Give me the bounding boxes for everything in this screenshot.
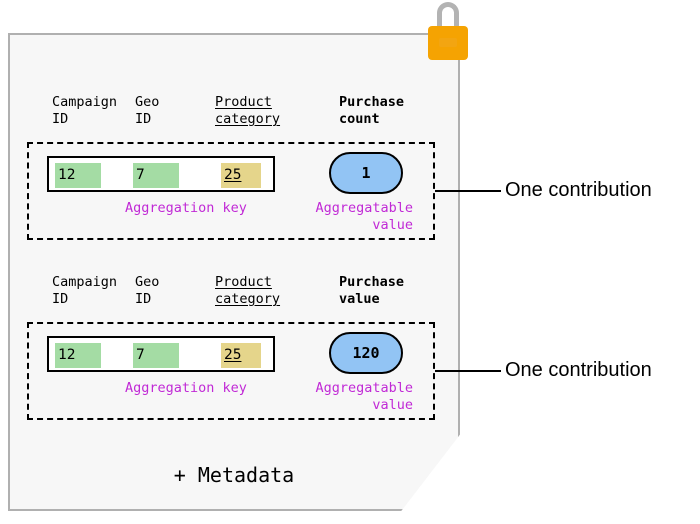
aggregatable-value-caption-2: Aggregatable value bbox=[315, 380, 413, 413]
column-headers-2: Campaign ID Geo ID Product category Purc… bbox=[27, 274, 435, 320]
key-cell-campaign-id-2: 12 bbox=[55, 343, 101, 368]
contribution-outline-1: 12 7 25 1 Aggregation key Aggregatable v… bbox=[27, 142, 435, 240]
aggregation-key-box-2: 12 7 25 bbox=[47, 336, 275, 372]
metadata-label: + Metadata bbox=[173, 463, 295, 487]
key-cell-campaign-id-1: 12 bbox=[55, 163, 101, 188]
contribution-outline-2: 12 7 25 120 Aggregation key Aggregatable… bbox=[27, 322, 435, 420]
callout-label-1: One contribution bbox=[505, 179, 652, 201]
header-campaign-id-1: Campaign ID bbox=[52, 94, 118, 127]
aggregatable-report-card bbox=[8, 33, 460, 511]
card-surface bbox=[10, 35, 458, 509]
padlock-icon bbox=[426, 2, 470, 62]
column-headers-1: Campaign ID Geo ID Product category Purc… bbox=[27, 94, 435, 140]
header-product-category-2: Product category bbox=[215, 274, 281, 307]
aggregation-key-box-1: 12 7 25 bbox=[47, 156, 275, 192]
aggregatable-value-caption-1: Aggregatable value bbox=[315, 200, 413, 233]
aggregatable-value-pill-1: 1 bbox=[329, 152, 403, 194]
header-metric-2: Purchase value bbox=[339, 274, 405, 307]
header-geo-id-1: Geo ID bbox=[135, 94, 160, 127]
padlock-shackle bbox=[437, 2, 459, 34]
padlock-keyhole bbox=[439, 38, 457, 47]
key-cell-geo-id-1: 7 bbox=[133, 163, 179, 188]
aggregation-key-caption-1: Aggregation key bbox=[125, 200, 247, 216]
key-cell-product-category-2: 25 bbox=[221, 343, 261, 368]
key-cell-product-category-1: 25 bbox=[221, 163, 261, 188]
aggregatable-value-pill-2: 120 bbox=[329, 332, 403, 374]
header-campaign-id-2: Campaign ID bbox=[52, 274, 118, 307]
header-product-category-1: Product category bbox=[215, 94, 281, 127]
callout-connector-2 bbox=[435, 370, 501, 372]
header-geo-id-2: Geo ID bbox=[135, 274, 160, 307]
aggregation-key-caption-2: Aggregation key bbox=[125, 380, 247, 396]
header-metric-1: Purchase count bbox=[339, 94, 405, 127]
padlock-body bbox=[428, 26, 468, 60]
callout-label-2: One contribution bbox=[505, 359, 652, 381]
callout-connector-1 bbox=[435, 190, 501, 192]
key-cell-geo-id-2: 7 bbox=[133, 343, 179, 368]
